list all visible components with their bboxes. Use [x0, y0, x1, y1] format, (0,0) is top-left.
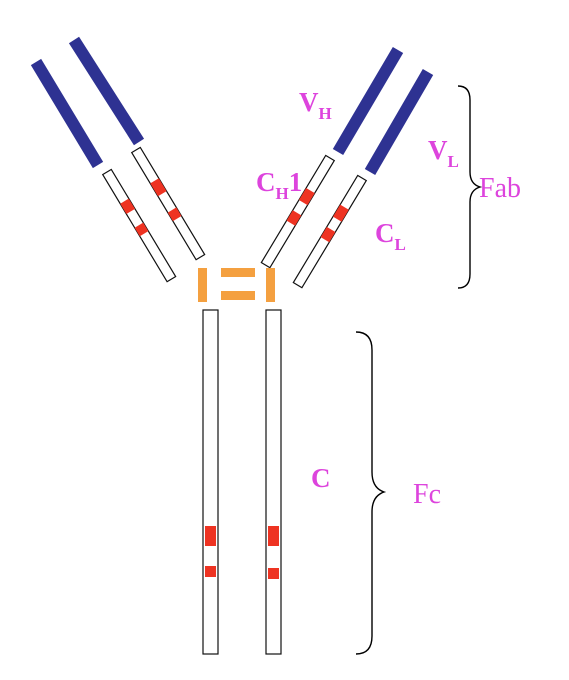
right-heavy-variable-region	[332, 46, 404, 156]
right-fab-arm	[260, 46, 434, 289]
fab-brace	[457, 85, 483, 289]
right-heavy-disulfide	[286, 210, 302, 226]
right-light-constant-region	[292, 174, 368, 289]
vl-label: VL	[428, 135, 459, 171]
fab-label: Fab	[479, 173, 521, 204]
left-heavy-variable-region	[30, 58, 104, 169]
right-light-variable-region	[364, 68, 434, 176]
left-light-disulfide	[150, 178, 167, 197]
fc-heavy-chain-left	[202, 309, 219, 655]
left-heavy-constant-region	[101, 168, 177, 283]
right-light-disulfide	[320, 226, 336, 243]
left-fab-arm	[30, 36, 206, 283]
fc-heavy-chain-right	[265, 309, 282, 655]
ch1-label: CH1	[256, 167, 302, 203]
vh-label: VH	[299, 87, 332, 123]
left-heavy-disulfide	[134, 222, 149, 237]
fc-disulfide	[268, 526, 279, 546]
right-heavy-constant-region	[260, 154, 336, 269]
hinge-disulfide-bond	[221, 291, 255, 300]
hinge-segment	[266, 268, 275, 302]
right-light-disulfide	[332, 204, 349, 222]
fc-brace	[355, 331, 387, 655]
c-label: C	[311, 463, 331, 493]
fc-disulfide	[268, 568, 279, 579]
fc-disulfide	[205, 566, 216, 577]
left-light-disulfide	[167, 207, 182, 222]
fc-stem	[202, 309, 282, 655]
hinge-segment	[198, 268, 207, 302]
fc-disulfide	[205, 526, 216, 546]
left-light-variable-region	[68, 36, 145, 146]
hinge-disulfide-bond	[221, 268, 255, 277]
left-light-constant-region	[130, 146, 206, 261]
cl-label: CL	[375, 218, 406, 254]
left-heavy-disulfide	[120, 198, 135, 215]
right-heavy-disulfide	[298, 187, 315, 206]
fc-label: Fc	[413, 479, 441, 510]
hinge-region	[198, 268, 275, 302]
